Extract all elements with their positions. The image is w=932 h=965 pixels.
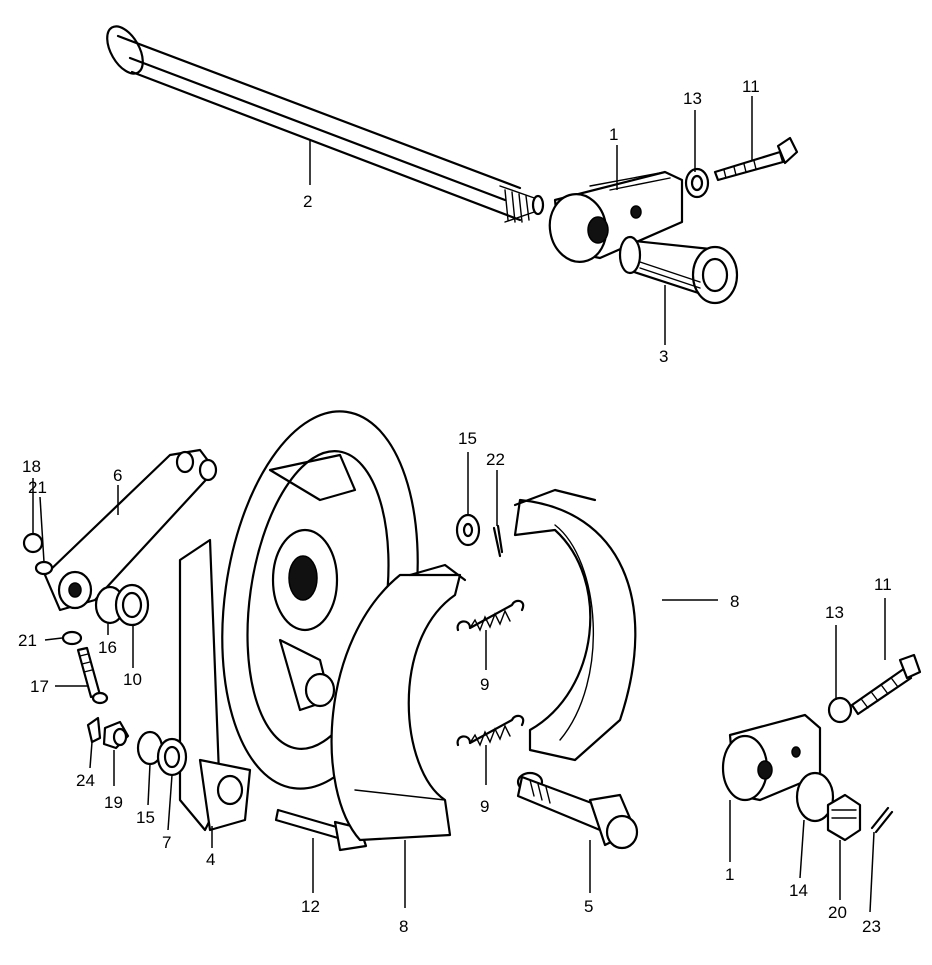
callout-9: 9 bbox=[480, 797, 489, 816]
part-spring-top bbox=[456, 599, 525, 632]
callout-22: 22 bbox=[486, 450, 505, 469]
part-adjuster-plate-top bbox=[548, 170, 684, 263]
callout-4: 4 bbox=[206, 850, 215, 869]
callout-15: 15 bbox=[458, 429, 477, 448]
part-washer-21a bbox=[34, 560, 54, 576]
part-washer-14 bbox=[795, 771, 835, 823]
part-axle bbox=[106, 25, 545, 223]
callout-1: 1 bbox=[609, 125, 618, 144]
callout-6: 6 bbox=[113, 466, 122, 485]
part-nut-19 bbox=[102, 720, 130, 750]
callout-23: 23 bbox=[862, 917, 881, 936]
part-nut-18 bbox=[22, 532, 44, 554]
callout-8: 8 bbox=[730, 592, 739, 611]
callout-24: 24 bbox=[76, 771, 95, 790]
part-bolt-top bbox=[713, 136, 799, 182]
part-nut-top bbox=[684, 167, 710, 199]
callout-3: 3 bbox=[659, 347, 668, 366]
part-brake-arm bbox=[43, 448, 218, 612]
part-cotter-pin-22 bbox=[492, 524, 504, 558]
callout-19: 19 bbox=[104, 793, 123, 812]
callout-11: 11 bbox=[874, 575, 892, 594]
part-brake-cam bbox=[516, 771, 639, 850]
callout-13: 13 bbox=[683, 89, 702, 108]
part-washer-15b bbox=[455, 513, 481, 547]
part-collar bbox=[618, 235, 739, 305]
part-spring-bottom bbox=[456, 714, 525, 747]
callout-11: 11 bbox=[742, 77, 760, 96]
callout-17: 17 bbox=[30, 677, 49, 696]
callout-8: 8 bbox=[399, 917, 408, 936]
part-seal-7 bbox=[156, 737, 188, 777]
callout-12: 12 bbox=[301, 897, 320, 916]
callout-21: 21 bbox=[28, 478, 47, 497]
part-brake-shoe-right bbox=[513, 488, 637, 762]
callout-15: 15 bbox=[136, 808, 155, 827]
callout-16: 16 bbox=[98, 638, 117, 657]
callout-7: 7 bbox=[162, 833, 171, 852]
part-cotter-pin-23 bbox=[870, 806, 894, 834]
part-adjuster-plate-bottom bbox=[721, 713, 822, 802]
part-washer-21b bbox=[61, 630, 83, 646]
part-nut-bottom bbox=[827, 696, 853, 724]
callout-13: 13 bbox=[825, 603, 844, 622]
callout-14: 14 bbox=[789, 881, 808, 900]
leader-lines bbox=[32, 96, 886, 913]
callout-5: 5 bbox=[584, 897, 593, 916]
callout-labels: 1 2 3 13 11 18 21 6 21 16 10 17 24 19 15… bbox=[18, 77, 892, 936]
part-bolt-17 bbox=[76, 646, 109, 705]
callout-20: 20 bbox=[828, 903, 847, 922]
callout-21: 21 bbox=[18, 631, 37, 650]
callout-10: 10 bbox=[123, 670, 142, 689]
part-bolt-bottom bbox=[850, 653, 922, 716]
callout-18: 18 bbox=[22, 457, 41, 476]
callout-9: 9 bbox=[480, 675, 489, 694]
part-pin-24 bbox=[86, 716, 102, 744]
callout-2: 2 bbox=[303, 192, 312, 211]
part-seal-10 bbox=[114, 583, 150, 627]
part-castle-nut-20 bbox=[826, 793, 862, 842]
callout-1: 1 bbox=[725, 865, 734, 884]
part-brake-shoe-left bbox=[330, 563, 467, 842]
